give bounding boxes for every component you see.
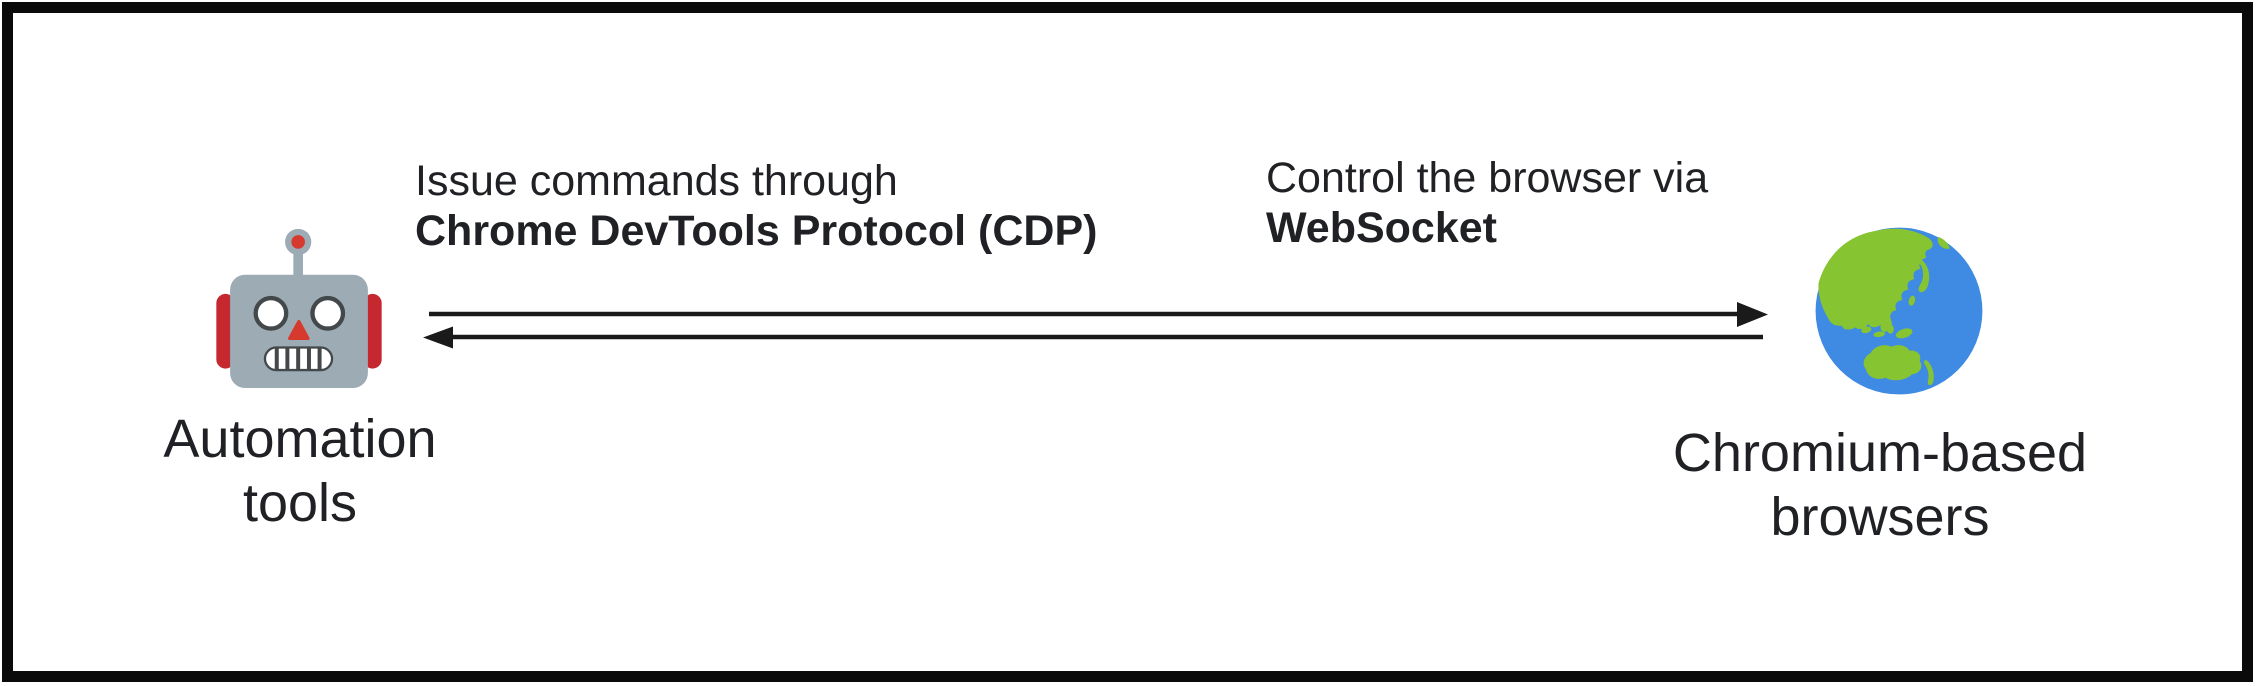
cdp-edge-label-line1: Issue commands through [415, 157, 898, 205]
robot-antenna-light [291, 235, 305, 249]
websocket-edge-label-line1: Control the browser via [1266, 154, 1709, 202]
robot-ear-right [363, 293, 382, 369]
arrowhead-left [423, 326, 453, 349]
connection-arrows [423, 302, 1768, 349]
automation-tools-label-line2: tools [242, 473, 358, 533]
globe-landmass [1818, 228, 1950, 386]
automation-tools-label: Automation tools [50, 407, 550, 535]
robot-mouth [263, 346, 334, 372]
robot-ear-left [216, 293, 235, 369]
arrow-right-to-left [423, 326, 1763, 349]
automation-tools-label-line1: Automation [163, 409, 437, 469]
robot-antenna-stem [293, 248, 303, 279]
arrow-left-to-right [429, 302, 1768, 327]
cdp-edge-label-line2: Chrome DevTools Protocol (CDP) [415, 207, 1098, 255]
chromium-browsers-label: Chromium-based browsers [1630, 421, 2130, 549]
robot-eye-left [253, 295, 289, 331]
arrowhead-right [1737, 302, 1768, 327]
robot-nose [288, 319, 310, 341]
websocket-edge-label: Control the browser via WebSocket [1266, 153, 1708, 253]
robot-eye-right [310, 295, 346, 331]
chromium-browsers-label-line2: browsers [1770, 487, 1990, 547]
websocket-edge-label-line2: WebSocket [1266, 204, 1497, 252]
chromium-browsers-label-line1: Chromium-based [1672, 423, 2088, 483]
cdp-edge-label: Issue commands through Chrome DevTools P… [415, 156, 1097, 256]
robot-icon [216, 228, 382, 389]
globe-asia-australia-icon [1815, 227, 1983, 395]
